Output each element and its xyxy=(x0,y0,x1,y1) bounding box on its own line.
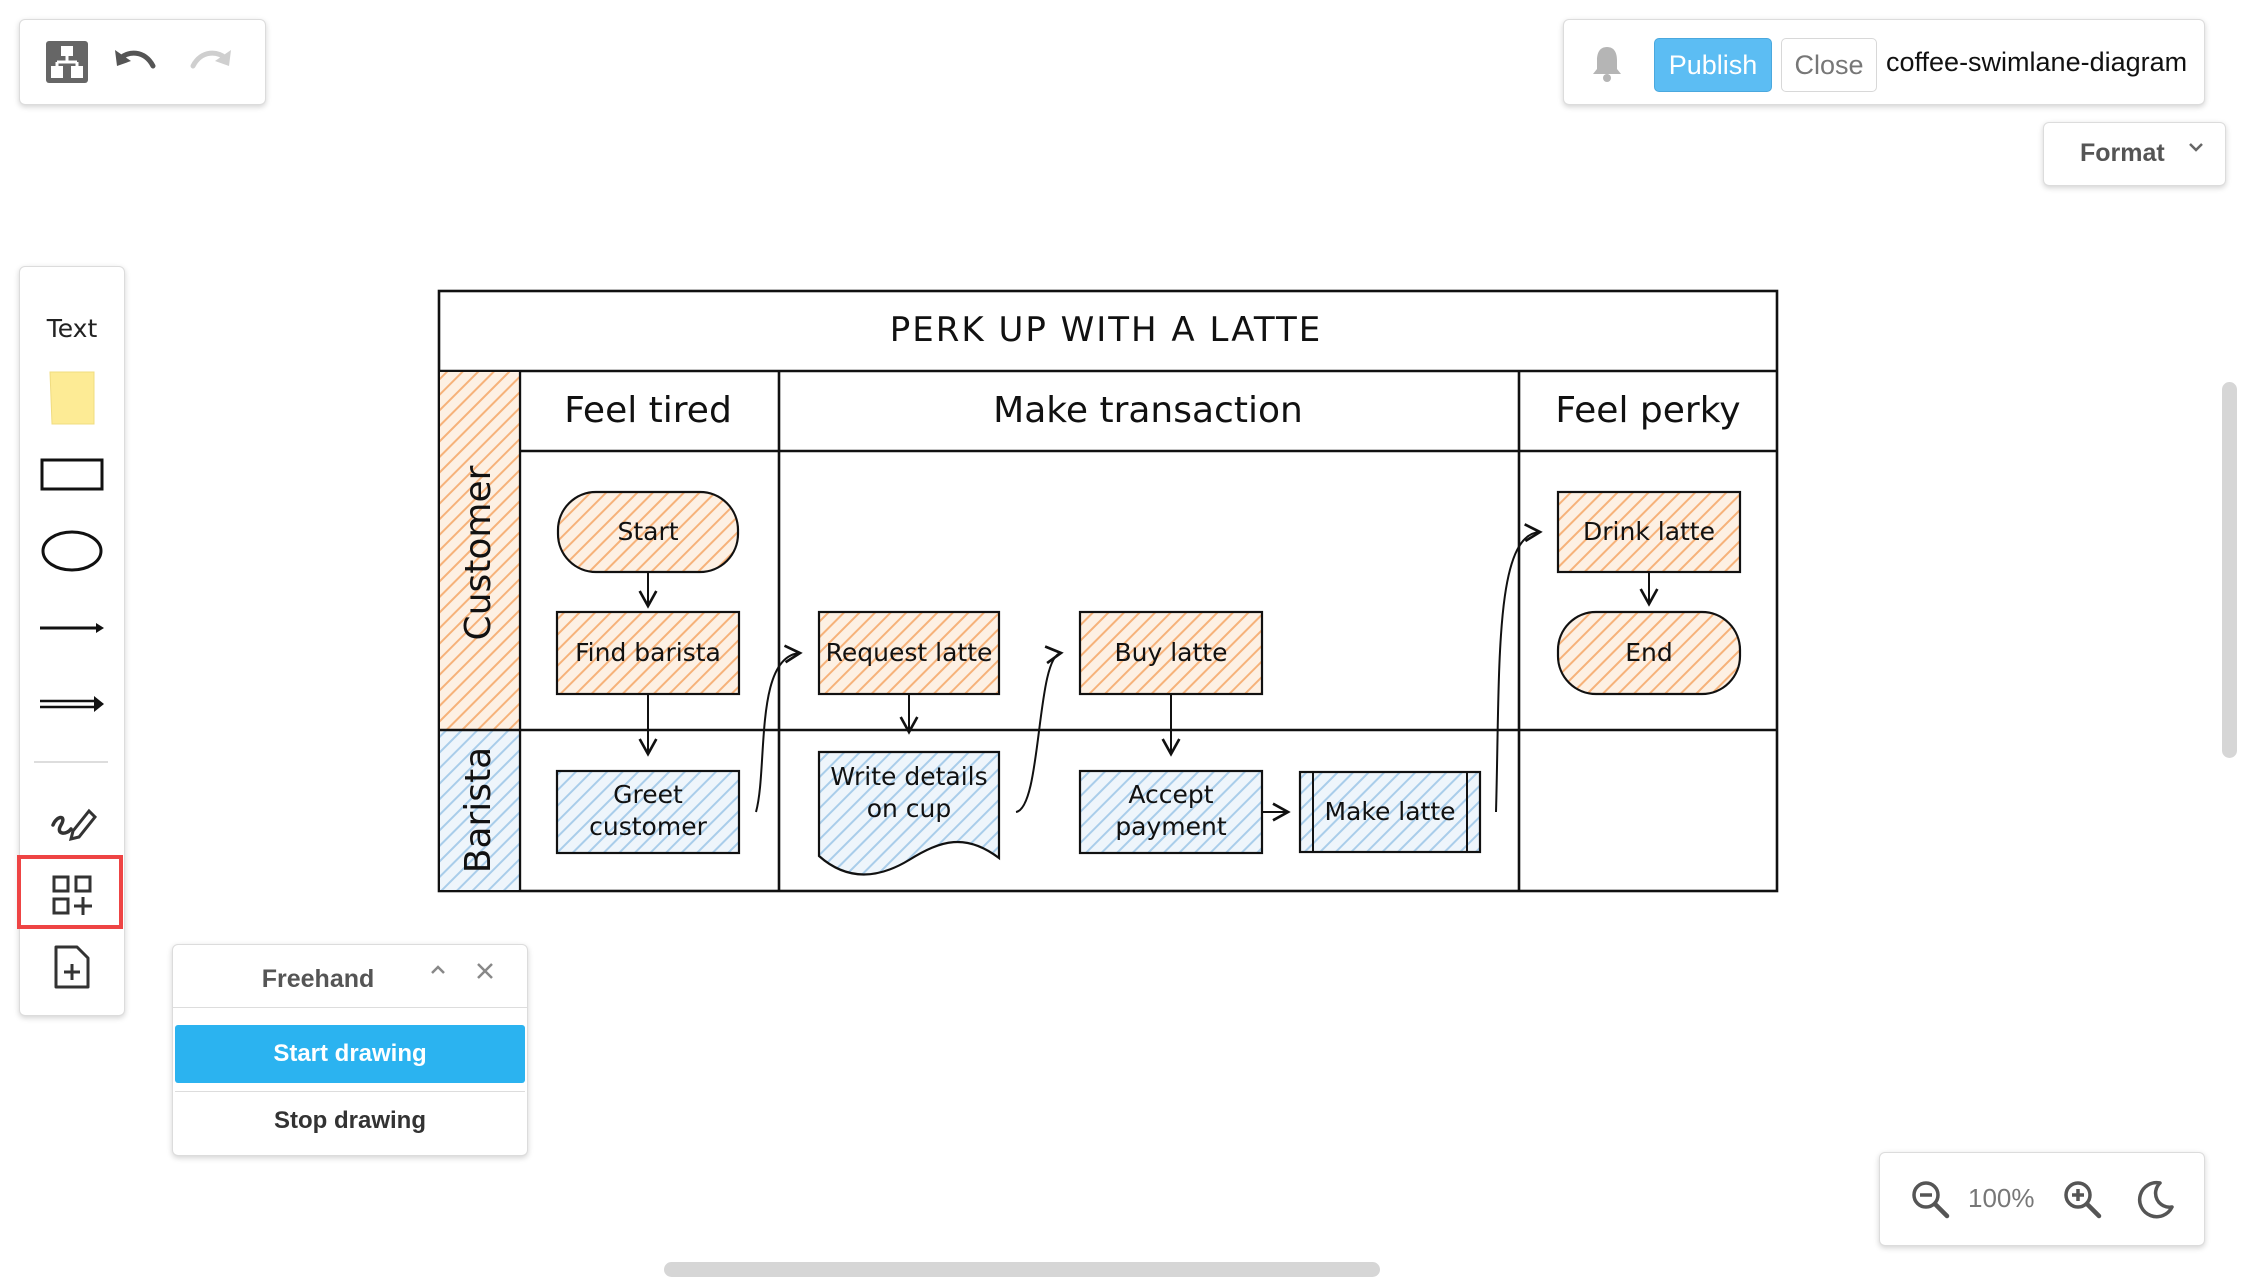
horizontal-scrollbar[interactable] xyxy=(664,1262,1380,1277)
zoom-in-icon[interactable] xyxy=(2058,1175,2106,1223)
sidebar-divider xyxy=(34,761,108,763)
ellipse-icon[interactable] xyxy=(20,523,124,579)
zoom-level: 100% xyxy=(1968,1183,2035,1213)
node-greet-customer[interactable] xyxy=(555,769,741,855)
format-button[interactable]: Format xyxy=(2043,122,2226,186)
zoom-out-icon[interactable] xyxy=(1906,1175,1954,1223)
node-request-latte-label: Request latte xyxy=(826,638,993,667)
node-write-details-label-2: on cup xyxy=(867,794,952,823)
add-page-icon[interactable] xyxy=(20,937,124,997)
lane-barista: Barista xyxy=(458,747,499,874)
close-button[interactable]: Close xyxy=(1781,38,1877,92)
node-buy-latte[interactable] xyxy=(1078,610,1264,696)
phase-feel-perky: Feel perky xyxy=(1555,390,1740,431)
left-sidebar: Text xyxy=(17,266,125,1016)
node-make-latte[interactable] xyxy=(1298,770,1482,854)
node-accept-payment[interactable] xyxy=(1078,769,1264,855)
sticky-note-icon[interactable] xyxy=(20,365,124,431)
dark-mode-icon[interactable] xyxy=(2132,1175,2180,1223)
customer-lane-header xyxy=(440,372,520,730)
phase-make-transaction: Make transaction xyxy=(993,390,1303,431)
node-accept-payment-label-2: payment xyxy=(1115,812,1227,841)
chevron-up-icon[interactable] xyxy=(427,959,449,986)
insert-shapes-icon[interactable] xyxy=(20,867,124,923)
publish-button[interactable]: Publish xyxy=(1654,38,1772,92)
top-right-bar: Publish Close coffee-swimlane-diagram xyxy=(1563,19,2205,105)
format-label: Format xyxy=(2080,139,2165,167)
vertical-scrollbar[interactable] xyxy=(2222,382,2237,758)
text-tool[interactable]: Text xyxy=(46,313,98,343)
arrow-icon[interactable] xyxy=(20,679,124,729)
freehand-divider xyxy=(173,1007,527,1008)
node-make-latte-label: Make latte xyxy=(1324,797,1455,826)
freehand-panel: Freehand Start drawing Stop drawing xyxy=(172,944,528,1156)
diagram-title: PERK UP WITH A LATTE xyxy=(890,310,1323,350)
bell-icon[interactable] xyxy=(1584,40,1630,86)
chevron-down-icon xyxy=(2186,137,2206,162)
barista-lane-header xyxy=(440,731,520,890)
start-drawing-button[interactable]: Start drawing xyxy=(175,1025,525,1083)
node-write-details-label-1: Write details xyxy=(830,762,987,791)
line-icon[interactable] xyxy=(20,603,124,653)
node-write-details[interactable] xyxy=(817,750,1001,876)
node-end-label: End xyxy=(1625,638,1673,667)
top-left-toolbar xyxy=(19,19,266,105)
freehand-icon[interactable] xyxy=(20,795,124,851)
node-find-barista-label: Find barista xyxy=(575,638,721,667)
freehand-title: Freehand xyxy=(261,965,375,993)
node-accept-payment-label-1: Accept xyxy=(1128,780,1213,809)
node-request-latte[interactable] xyxy=(817,610,1001,696)
node-greet-customer-label-1: Greet xyxy=(613,780,683,809)
stop-drawing-button[interactable]: Stop drawing xyxy=(175,1091,525,1150)
zoom-bar: 100% xyxy=(1879,1152,2205,1246)
selection-highlight xyxy=(17,855,123,929)
node-buy-latte-label: Buy latte xyxy=(1115,638,1228,667)
phase-feel-tired: Feel tired xyxy=(564,390,732,431)
node-drink-latte-label: Drink latte xyxy=(1583,517,1715,546)
node-greet-customer-label-2: customer xyxy=(589,812,707,841)
document-title: coffee-swimlane-diagram xyxy=(1886,47,2188,77)
node-end[interactable] xyxy=(1556,610,1742,696)
node-start-label: Start xyxy=(617,517,678,546)
node-drink-latte[interactable] xyxy=(1556,490,1742,574)
connectors xyxy=(638,523,1659,822)
shapes-icon[interactable] xyxy=(42,38,92,86)
lane-customer: Customer xyxy=(458,465,499,640)
redo-icon[interactable] xyxy=(186,38,236,86)
rectangle-icon[interactable] xyxy=(20,447,124,503)
undo-icon[interactable] xyxy=(110,38,160,86)
close-icon[interactable] xyxy=(475,961,495,986)
swimlane-diagram[interactable]: PERK UP WITH A LATTE Feel tired Make tra… xyxy=(436,288,1782,898)
